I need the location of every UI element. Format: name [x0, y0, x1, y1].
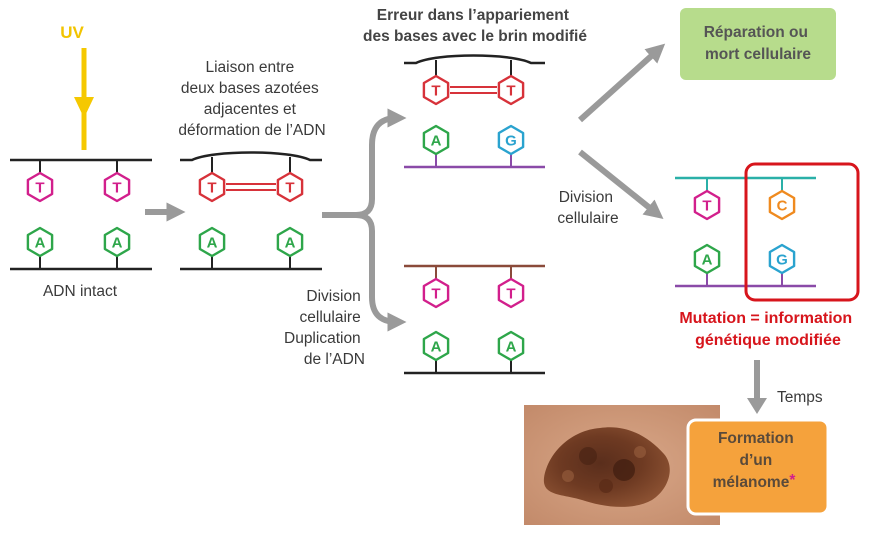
base-G-bottom-1: G: [497, 124, 525, 156]
base-A-bottom-0: A: [26, 226, 54, 258]
svg-text:T: T: [112, 180, 121, 197]
dna-error-pairing: T A T G: [404, 54, 545, 169]
mutation-label: Mutation = information génétique modifié…: [679, 310, 856, 349]
branch-arrow: [322, 108, 407, 332]
liaison-label: Liaison entre deux bases azotées adjacen…: [178, 59, 325, 139]
base-A-bottom-1: A: [103, 226, 131, 258]
svg-text:G: G: [776, 252, 788, 269]
base-A-bottom-0: A: [422, 124, 450, 156]
svg-text:T: T: [506, 286, 515, 303]
base-A-bottom-0: A: [422, 330, 450, 362]
division-label: Division cellulaire: [557, 189, 618, 227]
svg-text:A: A: [431, 339, 442, 356]
svg-text:T: T: [431, 286, 440, 303]
base-T-top-0: T: [26, 171, 54, 203]
intact-label: ADN intact: [43, 283, 118, 300]
svg-text:A: A: [285, 235, 296, 252]
base-A-bottom-0: A: [198, 226, 226, 258]
svg-text:T: T: [285, 180, 294, 197]
svg-text:A: A: [506, 339, 517, 356]
svg-text:A: A: [431, 133, 442, 150]
svg-text:Réparation ou mort cellu: Réparation ou mort cellulaire: [704, 24, 813, 63]
svg-text:A: A: [207, 235, 218, 252]
arrow-to-mutation: [578, 149, 664, 220]
svg-text:T: T: [431, 83, 440, 100]
svg-text:A: A: [35, 235, 46, 252]
formation-melanome-box: Formation d’un mélanome*: [686, 418, 830, 516]
svg-text:T: T: [207, 180, 216, 197]
base-C-top-1: C: [768, 189, 796, 221]
svg-text:C: C: [777, 198, 788, 215]
erreur-label: Erreur dans l’appariement des bases avec…: [363, 7, 587, 45]
arrow-to-reparation: [577, 43, 666, 123]
dna-duplicate: T A T A: [404, 264, 545, 375]
dna-intact: T A T A: [10, 158, 152, 271]
base-T-top-1: T: [103, 171, 131, 203]
reparation-box: Réparation ou mort cellulaire: [680, 8, 836, 80]
base-T-top-0: T: [422, 74, 450, 106]
base-T-top-1: T: [497, 74, 525, 106]
svg-text:G: G: [505, 133, 517, 150]
svg-text:T: T: [35, 180, 44, 197]
division-duplication-label: Division cellulaire Duplication de l’ADN: [284, 288, 365, 368]
base-T-top-1: T: [497, 277, 525, 309]
temps-arrow: [747, 360, 767, 414]
uv-arrow: [74, 48, 94, 150]
svg-text:A: A: [702, 252, 713, 269]
base-T-top-0: T: [422, 277, 450, 309]
svg-text:A: A: [112, 235, 123, 252]
dna-dimer: T A T A: [180, 151, 322, 271]
uv-label: UV: [60, 23, 84, 42]
base-T-top-0: T: [198, 171, 226, 203]
base-A-bottom-0: A: [693, 243, 721, 275]
mutation-highlight-frame: [744, 162, 860, 302]
base-T-top-0: T: [693, 189, 721, 221]
base-A-bottom-1: A: [497, 330, 525, 362]
svg-text:T: T: [702, 198, 711, 215]
base-A-bottom-1: A: [276, 226, 304, 258]
svg-text:Formation d’un mél: Formation d’un mélanome*: [713, 430, 798, 491]
temps-label: Temps: [777, 389, 823, 406]
base-G-bottom-1: G: [768, 243, 796, 275]
svg-text:T: T: [506, 83, 515, 100]
base-T-top-1: T: [276, 171, 304, 203]
